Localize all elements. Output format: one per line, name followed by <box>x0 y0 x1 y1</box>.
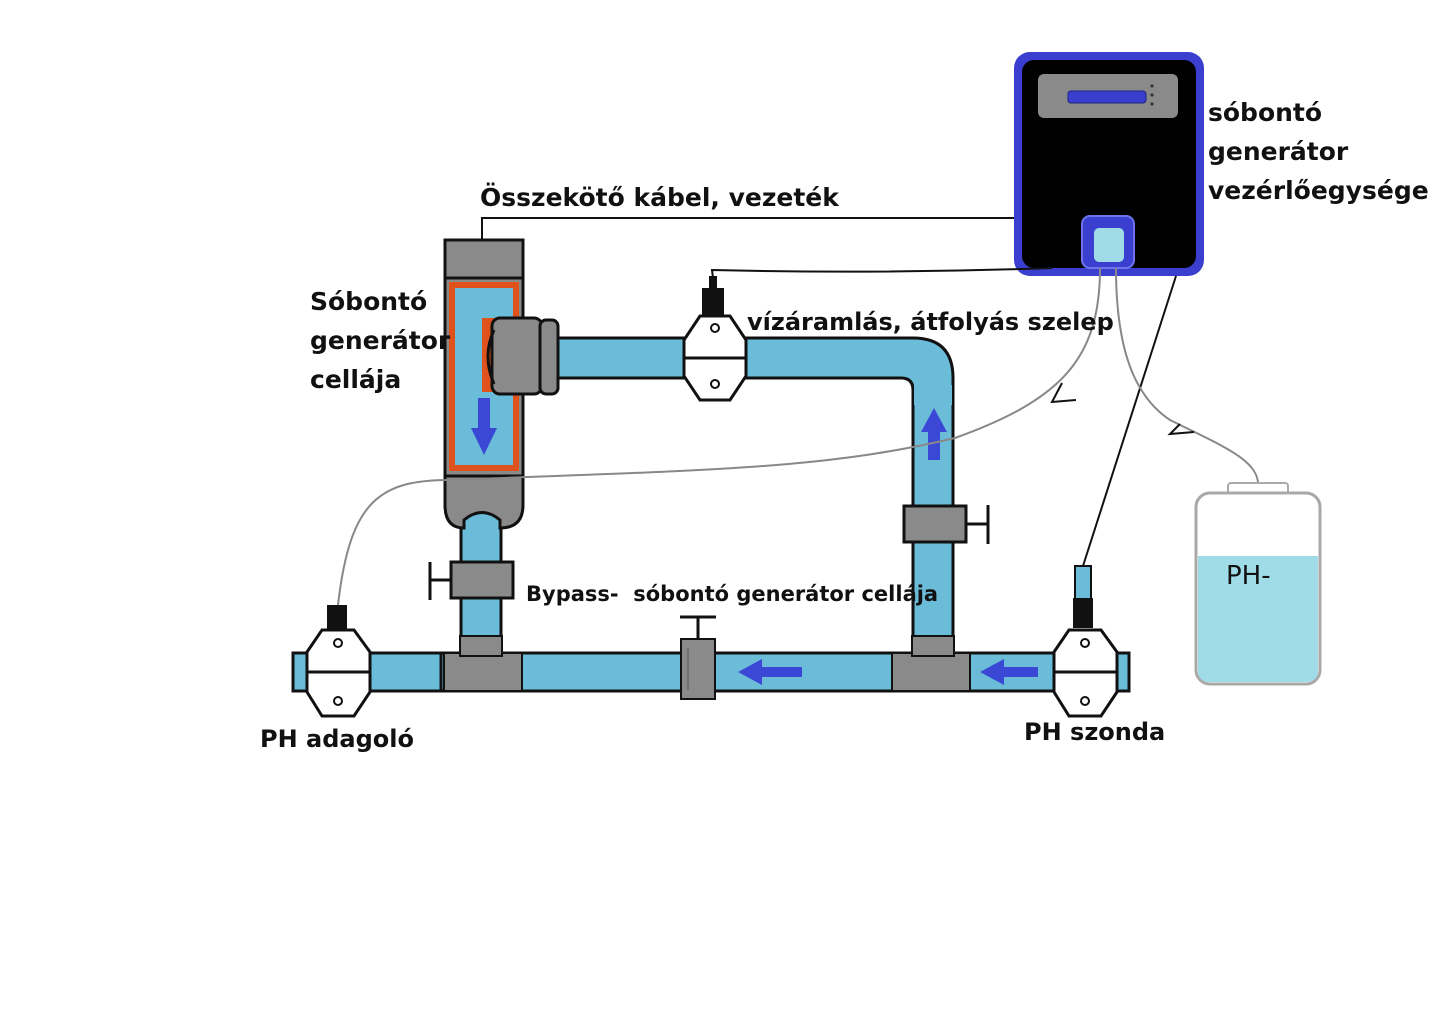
tee-fitting-right <box>891 635 971 692</box>
tee-fitting-left <box>443 635 523 692</box>
flow-arrows <box>738 408 1038 685</box>
labels: Összekötő kábel, vezeték Sóbontó generát… <box>260 98 1429 753</box>
label-cell-line1: Sóbontó <box>310 287 427 316</box>
control-unit-display <box>1067 90 1147 104</box>
ph-dosing-injector <box>305 605 372 718</box>
bypass-valve <box>680 615 716 700</box>
control-unit-led <box>1150 84 1154 88</box>
wiring <box>337 217 1260 606</box>
top-pipe <box>543 336 955 402</box>
flow-arrow-left <box>738 659 802 685</box>
label-tank: PH- <box>1226 561 1271 591</box>
suction-direction-chevron <box>1167 423 1195 436</box>
ball-valve-right <box>902 504 990 544</box>
flow-switch-cable <box>710 267 1053 279</box>
dosing-direction-chevron <box>1050 382 1077 404</box>
label-cell-line3: cellája <box>310 365 401 394</box>
label-control-line3: vezérlőegysége <box>1208 176 1429 205</box>
interconnect-cable <box>481 217 1014 240</box>
ball-valve-left <box>428 560 515 600</box>
peristaltic-pump-head <box>1094 228 1124 262</box>
cell-top-cap <box>443 238 525 280</box>
label-control-line2: generátor <box>1208 137 1349 166</box>
ph-probe <box>1052 565 1119 718</box>
ph-suction-tube <box>1115 267 1260 487</box>
tank-liquid <box>1198 556 1318 682</box>
ph-probe-cable <box>1082 275 1177 567</box>
label-ph-dosing: PH adagoló <box>260 725 414 753</box>
ph-dosing-tube <box>337 267 1101 606</box>
flow-switch-valve <box>682 276 748 402</box>
label-control-line1: sóbontó <box>1208 98 1322 127</box>
label-bypass: Bypass- sóbontó generátor cellája <box>526 582 938 606</box>
ph-minus-tank <box>1194 482 1322 686</box>
control-unit <box>1014 52 1204 276</box>
flow-arrow-up <box>921 408 947 460</box>
label-interconnect-cable: Összekötő kábel, vezeték <box>480 182 840 212</box>
cell-bottom-reducer <box>443 474 525 530</box>
label-flow-valve: vízáramlás, átfolyás szelep <box>747 308 1114 336</box>
electrolysis-cell <box>443 238 560 530</box>
flow-arrow-down <box>471 398 497 455</box>
label-cell-line2: generátor <box>310 326 451 355</box>
flow-arrow-right <box>980 659 1038 685</box>
label-ph-probe: PH szonda <box>1024 718 1165 746</box>
